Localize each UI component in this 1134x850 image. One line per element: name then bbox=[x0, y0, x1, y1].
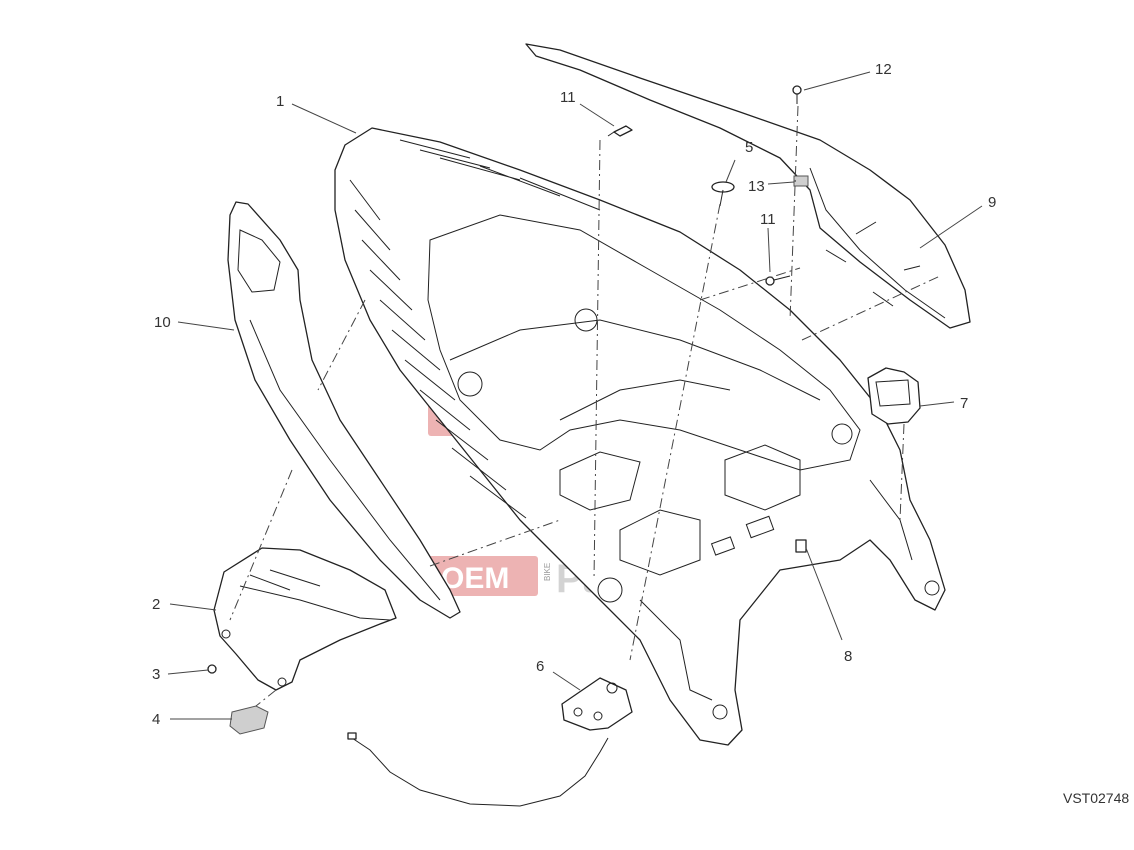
tail-cover-part-9 bbox=[525, 43, 971, 329]
callout-10: 10 bbox=[154, 314, 171, 331]
rear-cover-part-2 bbox=[213, 547, 397, 691]
callout-13: 13 bbox=[748, 178, 765, 195]
callout-7: 7 bbox=[960, 395, 968, 412]
svg-text:OEM: OEM bbox=[441, 562, 509, 595]
seat-lock-part-6 bbox=[561, 677, 633, 731]
screw-part-11-right bbox=[765, 275, 791, 286]
callout-11-upper: 11 bbox=[560, 89, 576, 106]
switch-box-part-7 bbox=[867, 367, 921, 425]
callout-11-right: 11 bbox=[760, 211, 776, 228]
clip-nut-part-13 bbox=[793, 175, 809, 187]
callout-12: 12 bbox=[875, 61, 892, 78]
side-panel-part-10 bbox=[227, 201, 461, 619]
callout-5: 5 bbox=[745, 139, 753, 156]
bolt-part-5 bbox=[711, 181, 735, 207]
screw-part-11-upper bbox=[607, 125, 633, 137]
svg-text:BIKE: BIKE bbox=[543, 563, 552, 581]
callout-6: 6 bbox=[536, 658, 544, 675]
seat-frame-part-1 bbox=[334, 127, 946, 746]
clip-part-8 bbox=[795, 539, 807, 553]
leader-lines bbox=[167, 71, 983, 720]
drawing-code: VST02748 bbox=[1063, 790, 1129, 806]
release-cable bbox=[347, 732, 609, 807]
callout-8: 8 bbox=[844, 648, 852, 665]
callout-labels: 1 2 3 4 5 6 7 8 9 10 11 11 12 13 bbox=[152, 61, 996, 728]
callout-9: 9 bbox=[988, 194, 996, 211]
rubber-pad-part-4 bbox=[229, 705, 269, 735]
callout-1: 1 bbox=[276, 93, 284, 110]
assembly-lines bbox=[229, 105, 941, 707]
callout-4: 4 bbox=[152, 711, 160, 728]
callout-2: 2 bbox=[152, 596, 160, 613]
screw-part-12 bbox=[792, 85, 802, 104]
screw-part-3 bbox=[207, 664, 217, 674]
callout-3: 3 bbox=[152, 666, 160, 683]
